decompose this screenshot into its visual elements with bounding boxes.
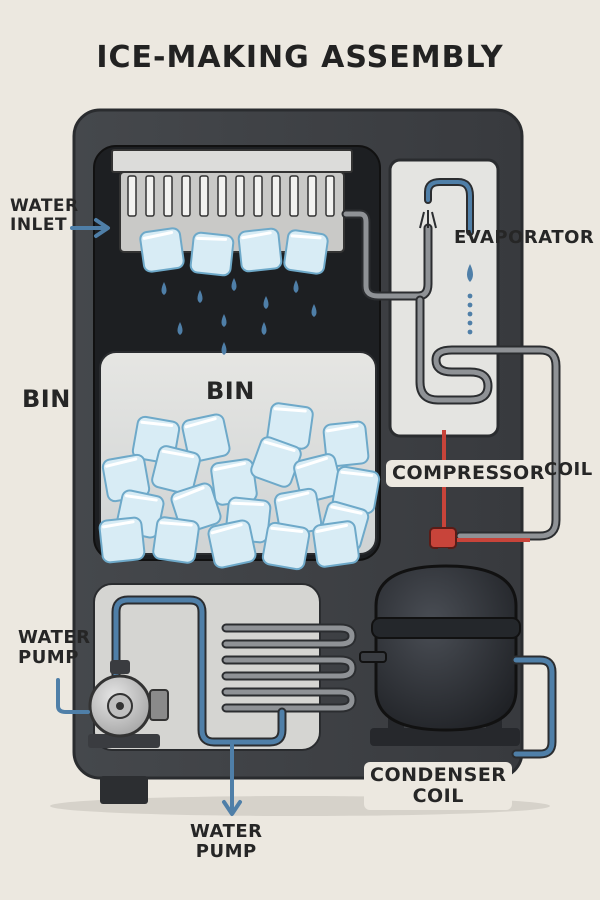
ice-cube (139, 227, 185, 273)
ice-cube (181, 413, 231, 463)
mold-slot (163, 175, 173, 217)
water-drop (177, 322, 183, 335)
evaporator-dot (467, 302, 473, 308)
mold-slot (253, 175, 263, 217)
ice-cube (152, 516, 200, 564)
ice-cube (151, 445, 201, 495)
evaporator-dot (467, 293, 473, 299)
mold-slot (145, 175, 155, 217)
water-drop (221, 314, 227, 327)
water-drop (293, 280, 299, 293)
mold-ice-cubes (139, 227, 329, 277)
mold-slot (271, 175, 281, 217)
bin-ice-cubes (98, 402, 381, 571)
label-condenser-coil: CONDENSER COIL (364, 762, 513, 810)
label-water-inlet: WATER INLET (10, 196, 79, 235)
ice-cube (331, 465, 381, 515)
ice-mold-slots (127, 175, 335, 217)
evaporator-grid-top (111, 149, 353, 173)
ice-cube (98, 516, 146, 564)
mold-slot (217, 175, 227, 217)
mold-slot (325, 175, 335, 217)
water-drop (261, 322, 267, 335)
water-pump-pointer (56, 678, 90, 714)
water-drop (197, 290, 203, 303)
water-drop (263, 296, 269, 309)
ice-cube (237, 227, 283, 273)
mold-slot (199, 175, 209, 217)
diagram-title: ICE-MAKING ASSEMBLY (96, 40, 504, 75)
compressor-body (374, 564, 518, 732)
evaporator-dot (467, 311, 473, 317)
mold-slot (127, 175, 137, 217)
label-compressor: COMPRESSOR (386, 460, 551, 487)
mold-slot (181, 175, 191, 217)
compressor-base (370, 728, 520, 746)
label-evaporator: EVAPORATOR (454, 227, 595, 248)
pump-base (88, 734, 160, 748)
ice-cube (322, 420, 370, 468)
condenser-coil (221, 623, 357, 713)
ice-cube (189, 231, 235, 277)
evaporator-capillary (419, 210, 437, 229)
label-bin-inner: BIN (206, 377, 255, 405)
water-drop (221, 342, 227, 355)
label-coil: COIL (544, 459, 593, 480)
ice-cube (283, 229, 329, 275)
mold-slot (289, 175, 299, 217)
water-drop (311, 304, 317, 317)
water-drop (161, 282, 167, 295)
ice-cube (261, 521, 311, 571)
evaporator-dots (467, 293, 473, 335)
evaporator-drop (467, 264, 473, 282)
mold-slot (235, 175, 245, 217)
ice-cube (273, 487, 323, 537)
evaporator-dot (467, 329, 473, 335)
ice-cube (207, 519, 257, 569)
cabinet-foot-left (100, 776, 148, 804)
label-bin-outer: BIN (22, 385, 71, 413)
ice-cube (266, 402, 314, 450)
compressor-valve (429, 527, 457, 549)
label-water-pump-left: WATER PUMP (18, 627, 91, 668)
label-water-pump-bottom: WATER PUMP (190, 821, 263, 862)
evaporator-dot (467, 320, 473, 326)
ice-cube (312, 520, 360, 568)
water-drops (161, 278, 317, 355)
water-drop (231, 278, 237, 291)
mold-slot (307, 175, 317, 217)
